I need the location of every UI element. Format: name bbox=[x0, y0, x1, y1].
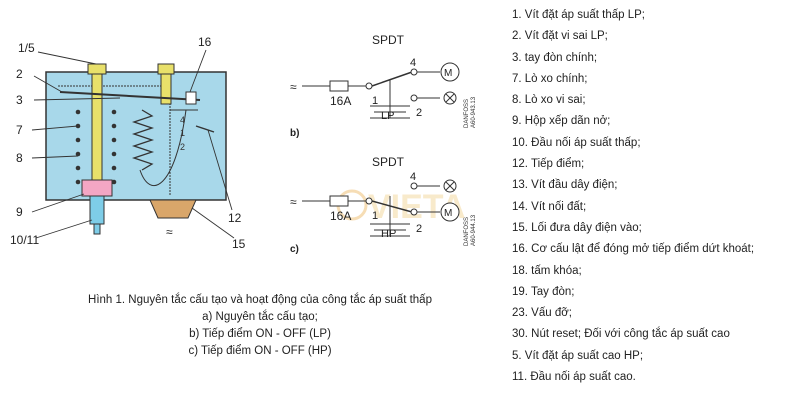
cable-inlet bbox=[149, 199, 197, 219]
panel-label-c: c) bbox=[290, 244, 299, 255]
pin-1-c: 1 bbox=[372, 210, 378, 222]
callout-2: 2 bbox=[16, 67, 23, 81]
snap-mechanism bbox=[185, 91, 197, 105]
callout-10-11: 10/11 bbox=[10, 233, 39, 247]
bellows-label-c: HP bbox=[381, 228, 396, 240]
motor-c bbox=[440, 202, 460, 222]
motor-b bbox=[440, 62, 460, 82]
callout-12: 12 bbox=[228, 211, 242, 225]
legend-item: 16. Cơ cấu lật để đóng mở tiếp điểm dứt … bbox=[512, 243, 755, 256]
vertical-note-c2: A60-944.13 bbox=[471, 214, 477, 246]
callout-16: 16 bbox=[198, 35, 212, 49]
legend-item: 5. Vít đặt áp suất cao HP; bbox=[512, 349, 644, 362]
legend-item: 30. Nút reset; Đối với công tắc áp suất … bbox=[512, 328, 730, 341]
legend-item: 13. Vít đầu dây điện; bbox=[512, 179, 618, 192]
spdt-heading-c: SPDT bbox=[372, 155, 405, 169]
callout-15: 15 bbox=[232, 237, 246, 251]
vertical-note-c1: DANFOSS bbox=[464, 217, 470, 246]
legend-item: 14. Vít nối đất; bbox=[512, 200, 587, 213]
legend-item: 9. Hộp xếp dãn nở; bbox=[512, 115, 611, 128]
current-c: 16A bbox=[330, 209, 351, 223]
pin-4-c: 4 bbox=[410, 171, 416, 183]
setting-screw-lp bbox=[87, 63, 107, 75]
legend-item: 7. Lò xo chính; bbox=[512, 72, 588, 85]
pin-2-a: 2 bbox=[180, 142, 185, 152]
caption-line-c: c) Tiếp điểm ON - OFF (HP) bbox=[188, 345, 332, 357]
bellows bbox=[81, 179, 113, 197]
differential-spring bbox=[131, 109, 155, 171]
legend-item: 18. tấm khóa; bbox=[512, 264, 582, 277]
pin-4-b: 4 bbox=[410, 57, 416, 69]
motor-label-b: M bbox=[444, 68, 452, 79]
figure-caption: Hình 1. Nguyên tắc cấu tạo và hoạt động … bbox=[40, 292, 480, 360]
callout-9: 9 bbox=[16, 205, 23, 219]
switch-body bbox=[45, 71, 227, 201]
pin-2-b: 2 bbox=[416, 107, 422, 119]
motor-label-c: M bbox=[444, 208, 452, 219]
caption-line-b: b) Tiếp điểm ON - OFF (LP) bbox=[189, 328, 331, 340]
main-spring bbox=[75, 109, 117, 185]
contact bbox=[195, 125, 215, 133]
switch-arm-c bbox=[371, 200, 413, 213]
legend-item: 12. Tiếp điểm; bbox=[512, 158, 585, 171]
callout-1-5: 1/5 bbox=[18, 41, 35, 55]
caption-title: Hình 1. Nguyên tắc cấu tạo và hoạt động … bbox=[88, 294, 432, 306]
pin-4-a: 4 bbox=[180, 115, 185, 125]
pin-2-c: 2 bbox=[416, 223, 422, 235]
legend-item: 2. Vít đặt vi sai LP; bbox=[512, 30, 608, 43]
switch-arm-b bbox=[371, 71, 413, 87]
ac-symbol-c: ≈ bbox=[290, 195, 297, 209]
legend-item: 19. Tay đòn; bbox=[512, 285, 575, 298]
bellows-label-b: LP bbox=[381, 110, 394, 122]
differential-screw bbox=[157, 63, 175, 75]
legend-item: 8. Lò xo vi sai; bbox=[512, 94, 586, 107]
panel-label-b: b) bbox=[290, 128, 299, 139]
pin-1-b: 1 bbox=[372, 95, 378, 107]
callout-7: 7 bbox=[16, 123, 23, 137]
legend-item: 3. tay đòn chính; bbox=[512, 51, 598, 64]
legend-item: 1. Vít đặt áp suất thấp LP; bbox=[512, 9, 645, 21]
legend-item: 11. Đầu nối áp suất cao. bbox=[512, 371, 636, 384]
callout-8: 8 bbox=[16, 151, 23, 165]
vertical-note-b1: DANFOSS bbox=[464, 99, 470, 128]
spdt-diagram-hp: SPDT ≈ 16A 1 4 2 M HP c) DANFOSS A60-944… bbox=[290, 155, 477, 255]
pin-1-a: 1 bbox=[180, 128, 185, 138]
callout-3: 3 bbox=[16, 93, 23, 107]
legend-item: 23. Vấu đỡ; bbox=[512, 307, 572, 320]
fuse-c bbox=[329, 195, 349, 207]
main-lever bbox=[59, 91, 201, 101]
spdt-diagram-lp: SPDT ≈ 16A 1 4 M 2 LP b) DANFOSS A60-943… bbox=[290, 33, 477, 139]
spdt-heading-b: SPDT bbox=[372, 33, 405, 47]
switch-construction: ≈ 4 1 2 1/5 2 3 7 8 9 10/11 16 12 bbox=[10, 35, 246, 251]
ac-symbol-b: ≈ bbox=[290, 80, 297, 94]
legend-item: 15. Lối đưa dây điện vào; bbox=[512, 221, 642, 234]
legend-item: 10. Đầu nối áp suất thấp; bbox=[512, 136, 641, 149]
vertical-note-b2: A60-943.13 bbox=[471, 96, 477, 128]
ac-symbol: ≈ bbox=[166, 225, 173, 239]
caption-line-a: a) Nguyên tắc cấu tạo; bbox=[202, 311, 318, 323]
current-b: 16A bbox=[330, 94, 351, 108]
fuse-b bbox=[329, 80, 349, 92]
parts-legend: 1. Vít đặt áp suất thấp LP; 2. Vít đặt v… bbox=[512, 5, 797, 388]
